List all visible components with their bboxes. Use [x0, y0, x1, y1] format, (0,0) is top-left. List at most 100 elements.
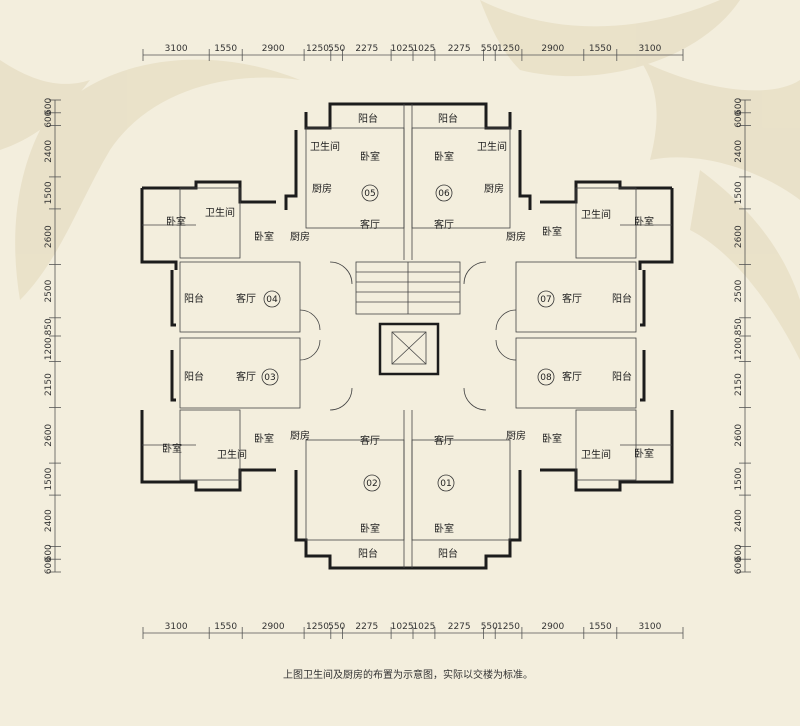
left-dim-0: 600	[44, 98, 54, 115]
dimension-lines	[54, 54, 746, 634]
right-dim-8: 2150	[734, 373, 744, 396]
building-walls	[140, 102, 674, 570]
left-dim-6: 850	[44, 318, 54, 335]
top-dim-6: 1025	[391, 44, 414, 54]
footnote: 上图卫生间及厨房的布置为示意图，实际以交楼为标准。	[283, 668, 533, 681]
balcony-label-02: 阳台	[358, 547, 378, 560]
living-label-07: 客厅	[562, 292, 582, 305]
balcony-label-06: 阳台	[438, 112, 458, 125]
unit-number-07: 07	[540, 295, 551, 305]
bottom-dim-1: 1550	[214, 622, 237, 632]
living-label-03: 客厅	[236, 370, 256, 383]
top-dim-12: 1550	[589, 44, 612, 54]
bathroom-label-08: 卫生间	[581, 448, 611, 461]
living-label-06: 客厅	[434, 218, 454, 231]
kitchen-label-05: 厨房	[312, 182, 332, 195]
right-dim-6: 850	[734, 318, 744, 335]
unit-number-04: 04	[266, 295, 278, 305]
bottom-dim-3: 1250	[306, 622, 329, 632]
left-dim-12: 600	[44, 544, 54, 561]
bottom-dim-10: 1250	[497, 622, 520, 632]
door-swings	[299, 261, 517, 411]
living-label-04: 客厅	[236, 292, 256, 305]
living-label-01: 客厅	[434, 434, 454, 447]
left-dim-9: 2600	[44, 424, 54, 447]
left-ticks	[49, 99, 61, 573]
bottom-dim-8: 2275	[448, 622, 471, 632]
top-dim-8: 2275	[448, 44, 471, 54]
interior-walls	[142, 104, 672, 568]
bottom-dim-7: 1025	[412, 622, 435, 632]
kitchen-label-07: 厨房	[506, 230, 526, 243]
right-dim-11: 2400	[734, 509, 744, 532]
right-dim-2: 2400	[734, 140, 744, 163]
bedroom-label-06: 卧室	[434, 150, 454, 163]
left-dim-8: 2150	[44, 373, 54, 396]
balcony-label-04: 阳台	[184, 292, 204, 305]
bottom-dim-12: 1550	[589, 622, 612, 632]
bedroom-label-04-inner: 卧室	[254, 230, 274, 243]
right-dim-10: 1500	[734, 467, 744, 490]
bedroom-label-07-outer: 卧室	[634, 215, 654, 228]
left-dim-7: 1200	[44, 337, 54, 360]
top-dim-13: 3100	[638, 44, 661, 54]
bottom-ticks	[142, 627, 684, 639]
room-labels: 阳台 阳台 卧室 卧室 卫生间 卫生间 厨房 厨房 客厅 客厅 05 06 卧室…	[162, 112, 654, 560]
right-dim-12: 600	[734, 544, 744, 561]
bottom-dim-6: 1025	[391, 622, 414, 632]
bottom-dim-2: 2900	[262, 622, 285, 632]
bedroom-label-03-outer: 卧室	[162, 442, 182, 455]
bottom-dim-4: 550	[328, 622, 345, 632]
kitchen-label-04: 厨房	[290, 230, 310, 243]
ornament-background	[0, 0, 800, 360]
bedroom-label-04-outer: 卧室	[166, 215, 186, 228]
bathroom-label-04: 卫生间	[205, 206, 235, 219]
balcony-label-01: 阳台	[438, 547, 458, 560]
right-dim-1: 600	[734, 110, 744, 127]
left-dim-1: 600	[44, 110, 54, 127]
top-dim-11: 2900	[541, 44, 564, 54]
bedroom-label-01: 卧室	[434, 522, 454, 535]
top-dim-10: 1250	[497, 44, 520, 54]
living-label-08: 客厅	[562, 370, 582, 383]
unit-number-05: 05	[364, 189, 375, 199]
bottom-dim-13: 3100	[638, 622, 661, 632]
unit-number-03: 03	[264, 373, 275, 383]
right-ticks	[739, 99, 751, 573]
right-dim-13: 600	[734, 557, 744, 574]
top-dim-5: 2275	[355, 44, 378, 54]
top-ticks	[142, 49, 684, 61]
left-dimension-labels: 6006002400150026002500850120021502600150…	[44, 98, 54, 575]
bottom-dim-0: 3100	[165, 622, 188, 632]
right-dim-7: 1200	[734, 337, 744, 360]
right-dim-4: 2600	[734, 225, 744, 248]
stair-core	[355, 261, 461, 376]
kitchen-label-06: 厨房	[484, 182, 504, 195]
top-dim-9: 550	[481, 44, 498, 54]
bedroom-label-05: 卧室	[360, 150, 380, 163]
left-dim-5: 2500	[44, 279, 54, 302]
right-dim-0: 600	[734, 98, 744, 115]
bathroom-label-03: 卫生间	[217, 448, 247, 461]
bedroom-label-08-inner: 卧室	[542, 432, 562, 445]
bathroom-label-06: 卫生间	[477, 140, 507, 153]
unit-number-01: 01	[440, 479, 451, 489]
unit-number-08: 08	[540, 373, 552, 383]
unit-number-02: 02	[366, 479, 377, 489]
bathroom-label-07: 卫生间	[581, 208, 611, 221]
left-dim-13: 600	[44, 557, 54, 574]
living-label-02: 客厅	[360, 434, 380, 447]
top-dim-7: 1025	[412, 44, 435, 54]
balcony-label-07: 阳台	[612, 292, 632, 305]
top-dim-2: 2900	[262, 44, 285, 54]
kitchen-label-03: 厨房	[290, 429, 310, 442]
balcony-label-05: 阳台	[358, 112, 378, 125]
right-dim-3: 1500	[734, 181, 744, 204]
top-dim-4: 550	[328, 44, 345, 54]
unit-circles	[261, 184, 555, 492]
left-dim-11: 2400	[44, 509, 54, 532]
right-dim-9: 2600	[734, 424, 744, 447]
